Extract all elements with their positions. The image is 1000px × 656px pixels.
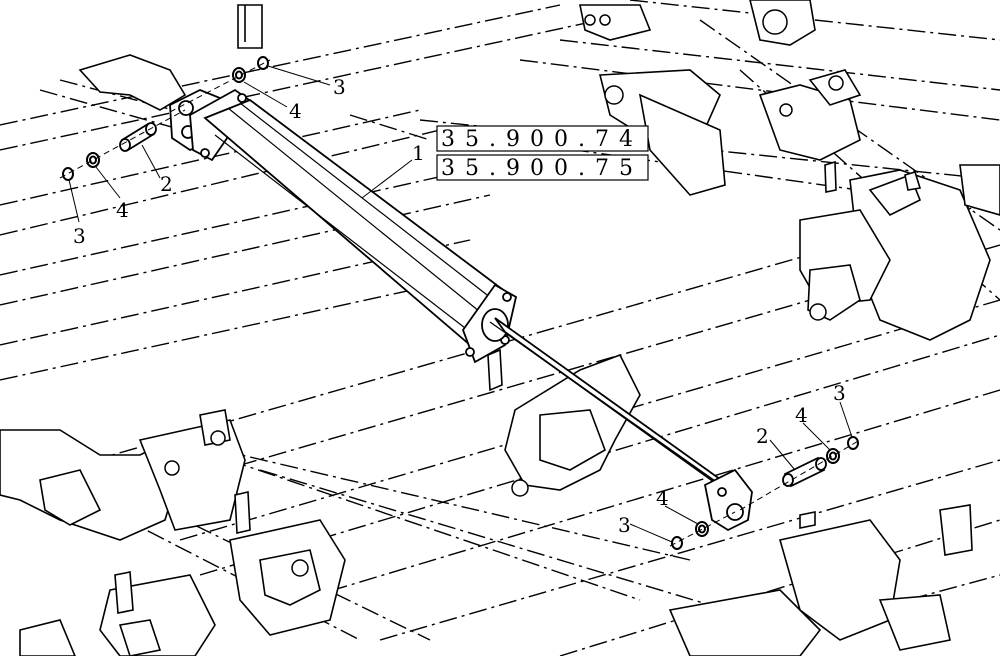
leader-lines [68,65,853,543]
callout-4-bottom: 4 [656,486,669,510]
callout-3-bottom: 3 [618,513,631,537]
callout-labels: 1 2 2 3 3 3 3 4 4 4 4 [73,75,846,537]
callout-4-top: 4 [289,99,302,123]
callout-2-right: 2 [756,424,769,448]
clevis-pin-top [119,122,157,152]
washers [62,56,859,550]
reference-code-2: 35.900.75 [441,156,643,181]
callout-3-right: 3 [833,381,846,405]
callout-1: 1 [412,141,425,165]
callout-2-top: 2 [160,172,173,196]
ring-3-top [257,56,269,70]
callout-4-right: 4 [795,403,808,427]
reference-box-1 [436,125,649,152]
ring-3-left [62,167,74,181]
rear-clevis-hole [178,100,194,116]
hydraulic-cylinder [169,88,753,532]
assembly-centerlines [59,59,861,547]
callout-3-top: 3 [333,75,346,99]
ring-3-right [847,436,859,450]
callout-4-left: 4 [116,198,129,222]
reference-codes: 35.900.74 35.900.75 [436,125,649,181]
reference-box-2 [436,154,649,181]
frame-fasteners [164,9,844,577]
callout-3-left: 3 [73,224,86,248]
reference-code-1: 35.900.74 [441,127,643,152]
ring-3-bottom [671,536,683,550]
